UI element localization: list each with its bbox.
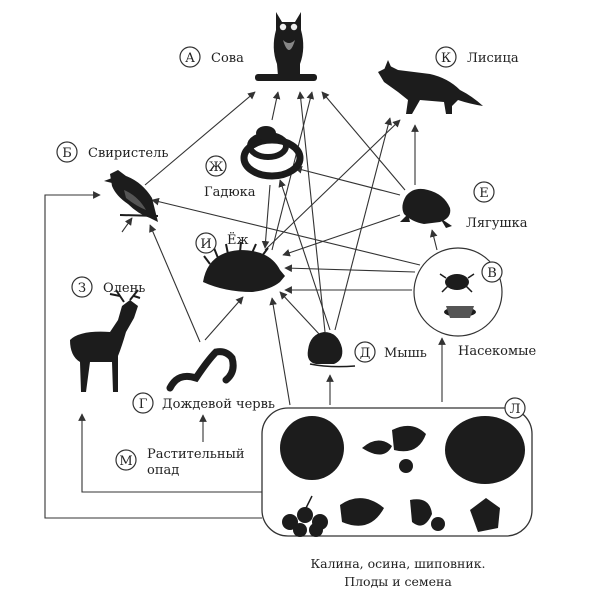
arrow-plants-to-waxwing [44, 191, 262, 519]
letter-circle-D [354, 341, 376, 363]
letter-circle-V [481, 261, 503, 283]
letter-E: Е [479, 186, 489, 201]
label-frog: Лягушка [466, 216, 528, 231]
letter-G: Г [139, 397, 148, 412]
node-D: Д Мышь [354, 341, 427, 363]
node-G: Г Дождевой червь [132, 392, 275, 414]
letter-circle-A [179, 46, 201, 68]
letter-L: Л [510, 402, 521, 417]
letter-circle-K [435, 46, 457, 68]
arrow-waxwing-to-owl [144, 91, 256, 186]
node-K: К Лисица [435, 46, 519, 68]
letter-Z: З [78, 281, 86, 296]
letter-B: Б [62, 146, 72, 161]
mouse-icon [307, 332, 356, 368]
arrow-frog-to-viper [294, 165, 401, 196]
letter-K: К [441, 51, 451, 66]
earthworm-icon [166, 348, 237, 392]
arrow-frog-to-hedgehog [282, 214, 401, 257]
label-deer: Олень [103, 281, 145, 296]
deer-icon [70, 289, 141, 392]
letter-circle-E [473, 181, 495, 203]
hedgehog-icon [203, 241, 285, 292]
label-earthworm: Дождевой червь [162, 397, 275, 412]
letter-ZH: Ж [209, 160, 224, 175]
fox-icon [378, 60, 483, 114]
arrow-hedgehog-to-fox [264, 119, 401, 251]
letter-circle-ZH [205, 155, 227, 177]
arrow-mouse-to-fox [334, 117, 392, 331]
arrow-worm-to-waxwing [149, 224, 201, 343]
letter-D: Д [360, 346, 371, 361]
plant-bush-icon-1 [280, 416, 344, 480]
arrow-insects-to-waxwing [151, 197, 421, 266]
label-plants-line1: Калина, осина, шиповник. [310, 556, 485, 571]
label-viper: Гадюка [204, 185, 256, 200]
arrow-berries-to-waxwing-stub [121, 217, 133, 233]
owl-icon [255, 12, 317, 81]
insects-circle [413, 247, 503, 337]
plant-berry-cluster-icon [282, 495, 328, 537]
label-waxwing: Свиристель [88, 146, 168, 161]
arrow-viper-to-hedgehog [261, 184, 271, 249]
plant-flower-icon [470, 498, 500, 532]
arrow-mouse-to-viper [278, 179, 331, 331]
node-E: Е Лягушка [466, 181, 528, 231]
label-litter-line2: опад [147, 463, 179, 478]
label-litter-line1: Растительный [147, 447, 245, 462]
arrow-insects-to-hedgehog [284, 264, 416, 273]
label-insects: Насекомые [458, 344, 536, 359]
plant-bush-icon-2 [445, 416, 525, 484]
letter-V: В [487, 266, 497, 281]
node-B: Б Свиристель [56, 141, 168, 163]
arrow-plants-to-deer [78, 413, 262, 493]
node-V: В Насекомые [458, 261, 536, 359]
label-owl: Сова [211, 51, 244, 66]
letter-A: А [185, 51, 195, 66]
letter-circle-I [195, 232, 217, 254]
arrow-insects-to-frog [429, 229, 438, 251]
letter-circle-Z [71, 276, 93, 298]
plant-leaf-berry-icon [362, 425, 426, 473]
node-Z: З Олень [71, 276, 145, 298]
plants-box [261, 407, 533, 537]
frog-icon [400, 188, 452, 228]
arrow-viper-to-owl [271, 91, 281, 121]
arrow-worm-to-hedgehog [204, 296, 244, 341]
letter-circle-M [115, 449, 137, 471]
node-A: А Сова [179, 46, 244, 68]
letter-I: И [200, 237, 211, 252]
letter-circle-B [56, 141, 78, 163]
letter-M: М [119, 454, 132, 469]
plant-rosehip-icon [410, 499, 445, 531]
arrow-plants-to-hedgehog [269, 297, 291, 406]
label-fox: Лисица [467, 51, 519, 66]
label-mouse: Мышь [384, 346, 427, 361]
node-I: И Ёж [195, 231, 248, 254]
fly-icon [444, 306, 476, 318]
beetle-icon [439, 273, 475, 293]
arrow-mouse-to-owl [296, 91, 326, 333]
node-M: М Растительный опад [115, 447, 245, 478]
arrow-mouse-to-hedgehog [279, 291, 321, 336]
arrow-frog-to-owl [321, 91, 406, 191]
node-L: Л Калина, осина, шиповник. Плоды и семен… [310, 397, 526, 589]
plant-leaves-icon [340, 498, 384, 526]
viper-icon [240, 126, 304, 180]
letter-circle-G [132, 392, 154, 414]
waxwing-icon [104, 170, 159, 222]
label-hedgehog: Ёж [227, 231, 248, 248]
letter-circle-L [504, 397, 526, 419]
label-plants-line2: Плоды и семена [344, 574, 452, 589]
node-ZH: Ж Гадюка [204, 155, 256, 200]
